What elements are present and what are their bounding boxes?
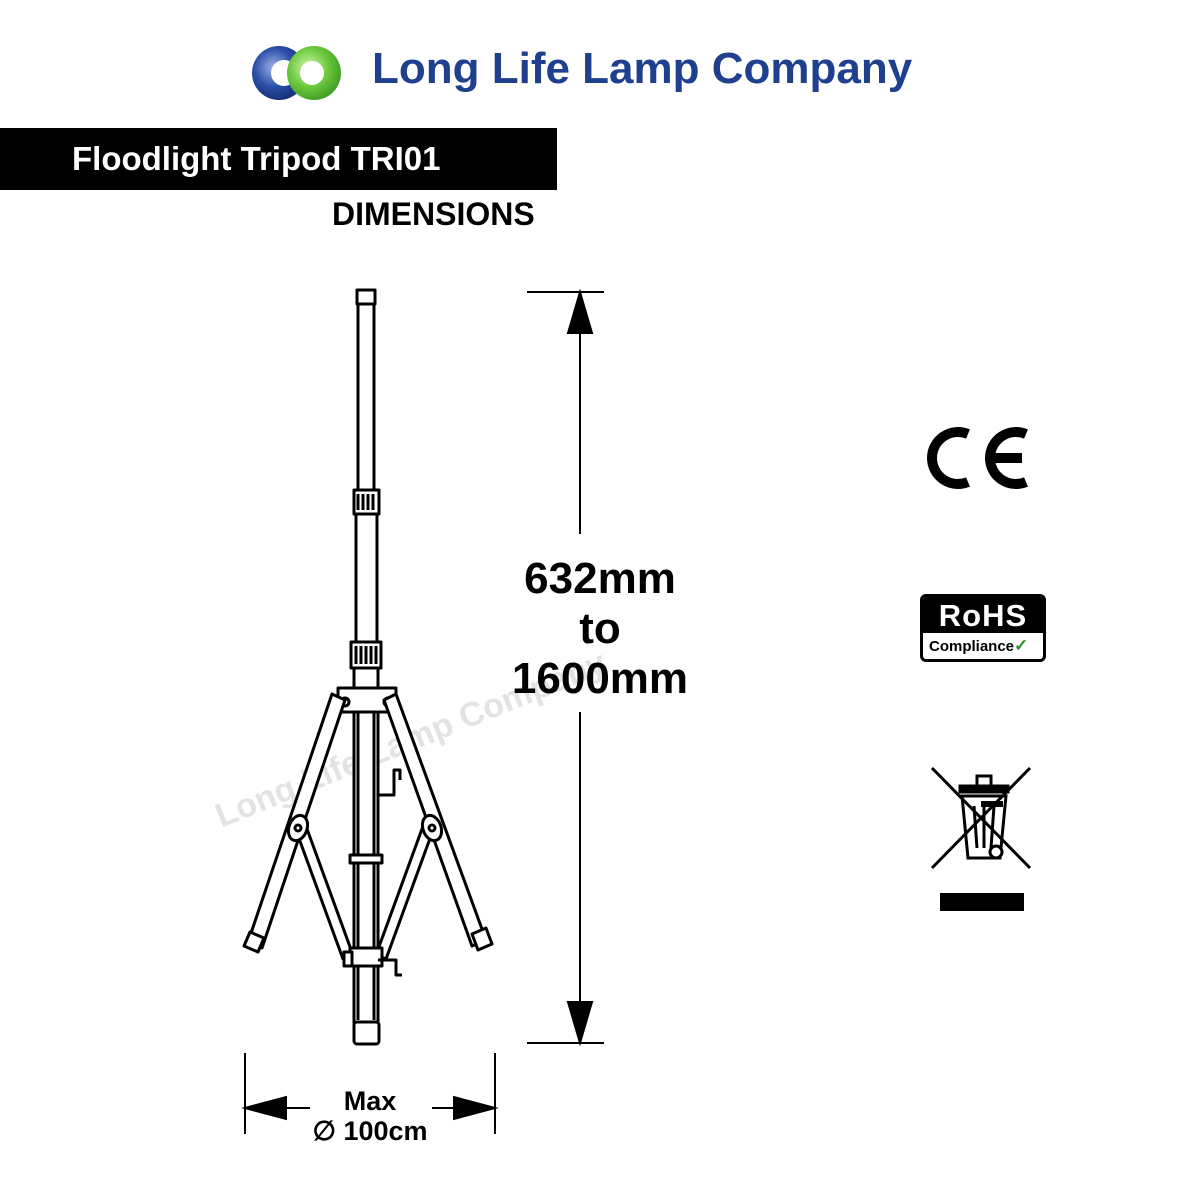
height-dimension-label: 632mm to 1600mm xyxy=(490,554,710,704)
crossed-out-wheelie-bin-icon xyxy=(930,766,1032,911)
tripod-middle-tube xyxy=(354,512,379,646)
height-max: 1600mm xyxy=(511,654,689,703)
tripod-top-cap xyxy=(355,288,377,306)
rohs-compliance: Compliance✓ xyxy=(923,633,1043,659)
width-dimension-line xyxy=(241,1053,499,1134)
rohs-compliance-text: Compliance xyxy=(929,638,1015,655)
title-bar xyxy=(0,128,557,190)
width-value: ∅ 100cm xyxy=(312,1116,428,1146)
rohs-badge: RoHS Compliance✓ xyxy=(920,594,1046,662)
rohs-title: RoHS xyxy=(923,597,1043,633)
height-joiner: to xyxy=(579,604,621,653)
height-min: 632mm xyxy=(524,554,676,603)
height-dimension-line xyxy=(527,288,604,1047)
tripod-right-brace xyxy=(374,816,438,961)
tripod-sliding-collar xyxy=(348,946,384,968)
tripod-right-foot xyxy=(470,926,494,952)
width-prefix: Max xyxy=(343,1086,397,1116)
ce-mark-icon xyxy=(927,427,1028,489)
brand-name: Long Life Lamp Company xyxy=(372,44,913,93)
tripod-center-foot xyxy=(352,1020,381,1046)
width-dimension-label: Max ∅ 100cm xyxy=(290,1086,450,1146)
check-icon: ✓ xyxy=(1014,636,1029,655)
page-subtitle: DIMENSIONS xyxy=(332,196,535,232)
tripod-left-foot xyxy=(242,930,266,954)
tripod-upper-tube xyxy=(356,302,376,496)
page-title: Floodlight Tripod TRI01 xyxy=(72,140,441,177)
